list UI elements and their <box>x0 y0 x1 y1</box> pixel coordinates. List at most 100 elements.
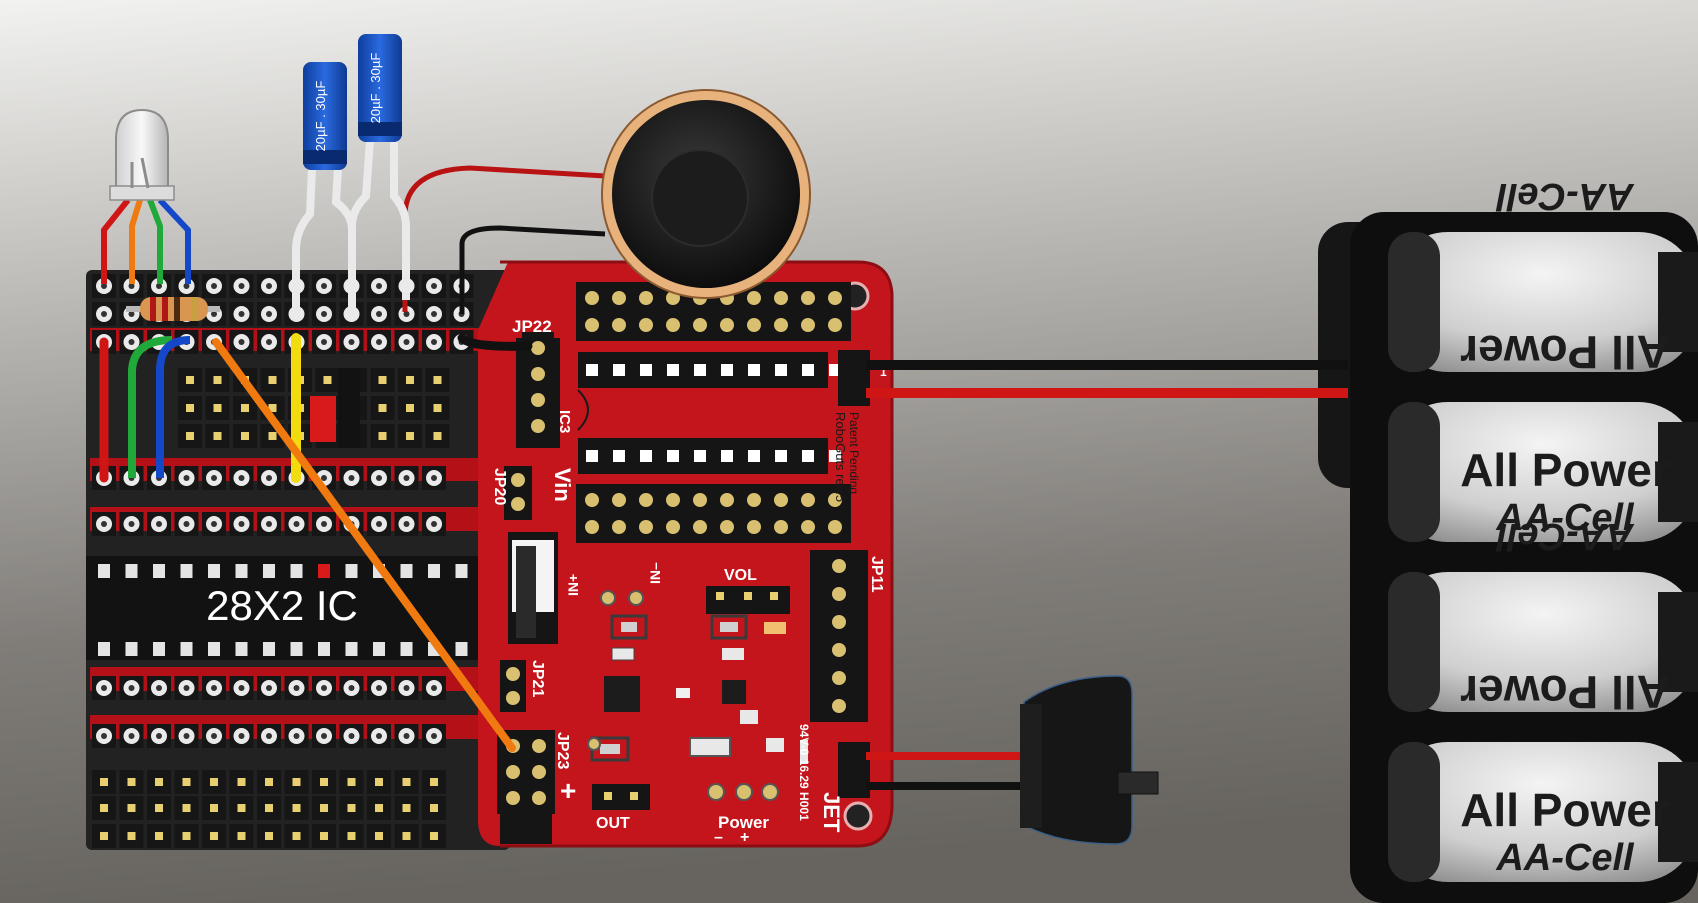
pin-pad <box>378 376 387 384</box>
header-pad <box>612 520 626 534</box>
ic-pin <box>153 564 165 578</box>
header-pad <box>801 318 815 332</box>
battery-cell <box>1388 402 1698 542</box>
ic3-pad <box>613 364 625 376</box>
pin-hole <box>101 521 107 527</box>
pin-pad <box>406 432 414 440</box>
ic-pin <box>208 642 220 656</box>
battery-end <box>1658 592 1698 692</box>
battery-wires <box>866 360 1348 398</box>
pin-hole <box>431 685 437 691</box>
ic-pin <box>318 642 330 656</box>
out-header <box>592 784 650 810</box>
ic3-pad <box>721 450 733 462</box>
header-pad <box>612 318 626 332</box>
header-pad <box>832 671 846 685</box>
ic3-pad <box>775 450 787 462</box>
header-pad <box>585 291 599 305</box>
header-pad <box>828 520 842 534</box>
battery-terminal <box>1388 572 1440 712</box>
pin-hole <box>266 733 272 739</box>
pin-hole <box>321 283 327 289</box>
pin-pad <box>265 832 273 840</box>
pin-hole <box>183 733 190 739</box>
ic-pin <box>400 564 413 578</box>
pin-pad <box>268 404 277 412</box>
battery-brand-label: All Power <box>1460 666 1670 718</box>
pin-hole <box>128 521 135 527</box>
header-pad <box>832 643 846 657</box>
pin-hole <box>266 685 272 691</box>
header-pad <box>720 520 734 534</box>
header-pad <box>828 493 842 507</box>
pin-hole <box>376 475 382 481</box>
ic3-pad <box>748 450 760 462</box>
battery-brand-label: All Power <box>1460 326 1670 378</box>
ic-pin <box>125 564 138 578</box>
battery-type-label: AA-Cell <box>1495 497 1635 539</box>
ic-pin <box>180 642 193 656</box>
pin-hole <box>403 733 410 739</box>
pin-hole <box>128 311 135 317</box>
pin-pad <box>213 432 222 440</box>
header-pad <box>693 520 707 534</box>
pin-hole <box>211 283 217 289</box>
pin-pad <box>433 376 442 384</box>
battery-end <box>1658 422 1698 522</box>
header-pad <box>639 493 653 507</box>
battery-brand-label: All Power <box>1460 444 1670 496</box>
ic-pin <box>153 642 165 656</box>
pin-pad <box>292 832 301 840</box>
pin-hole <box>101 283 107 289</box>
header-pad <box>506 791 520 805</box>
header-pad <box>531 419 545 433</box>
pin-pad <box>186 376 194 384</box>
pin-hole <box>321 311 327 317</box>
capacitor-1-label: 20µF . 30µF <box>313 81 328 152</box>
pin-pad <box>402 778 411 786</box>
pin-hole <box>321 685 327 691</box>
ic-pin <box>235 642 248 656</box>
header-pad <box>774 493 788 507</box>
header-pad <box>585 318 599 332</box>
jet-code-label: 94V-0 16.29 H001 <box>797 724 811 821</box>
pin-pad <box>347 804 356 812</box>
ic-pin <box>125 642 138 656</box>
battery-type-label: AA-Cell <box>1495 515 1635 557</box>
ic-pin <box>455 642 468 656</box>
header-pad <box>666 318 680 332</box>
capacitor-2: 20µF . 30µF <box>358 34 402 142</box>
pin-pad <box>210 832 218 840</box>
pin-hole <box>266 311 272 317</box>
ic3-pad <box>694 450 706 462</box>
battery-red-wire <box>866 388 1348 398</box>
pin-hole <box>266 475 272 481</box>
pin-hole <box>238 339 245 345</box>
ic-pin <box>208 564 220 578</box>
pin-pad <box>265 778 273 786</box>
pin-pad <box>155 778 163 786</box>
pin-pad <box>155 832 163 840</box>
header-pad <box>828 291 842 305</box>
pin-pad <box>237 832 246 840</box>
pin-pad <box>186 432 194 440</box>
vol-label: VOL <box>724 567 757 584</box>
ic-pin <box>290 642 303 656</box>
pin-one-label: 1 <box>880 365 887 379</box>
pin-hole <box>183 521 190 527</box>
pin-hole <box>211 685 217 691</box>
header-pad <box>612 493 626 507</box>
battery-black-wire <box>866 360 1348 370</box>
pin-pad <box>375 778 383 786</box>
pin-pad <box>378 432 387 440</box>
pin-hole <box>128 733 135 739</box>
header-pad <box>720 493 734 507</box>
pin-pad <box>127 778 136 786</box>
rgb-led <box>101 108 191 284</box>
ic-pin <box>180 564 193 578</box>
header-pad <box>585 493 599 507</box>
pin-pad <box>210 804 218 812</box>
ic-pin <box>345 564 358 578</box>
jp21-label: JP21 <box>529 660 546 697</box>
pin-hole <box>266 283 272 289</box>
